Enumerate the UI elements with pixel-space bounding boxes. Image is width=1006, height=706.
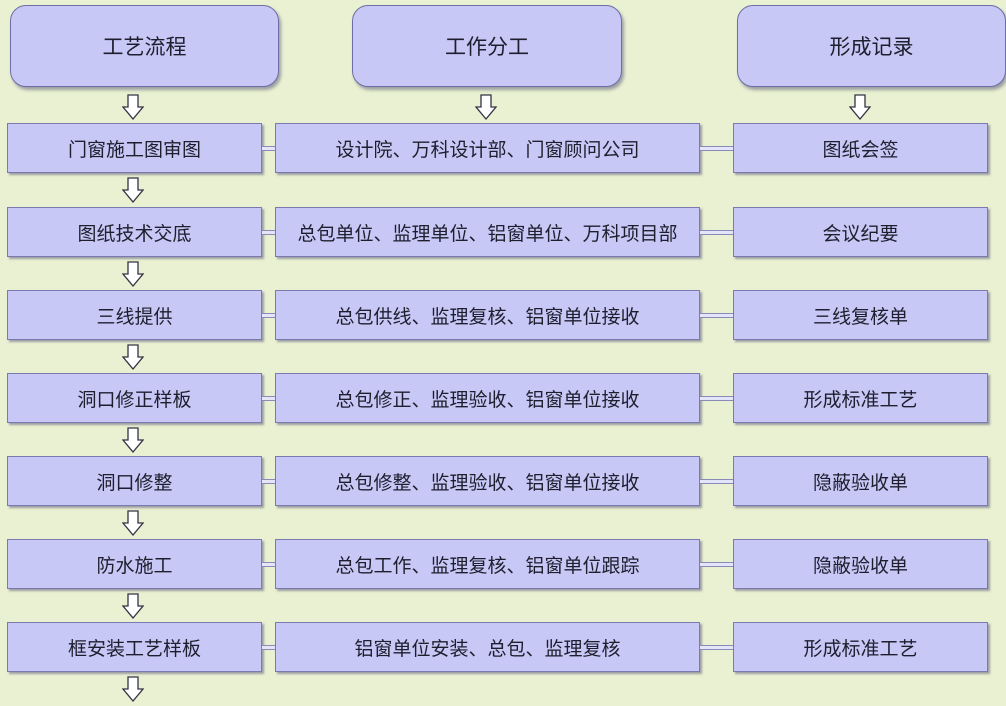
connector-line (700, 146, 733, 151)
connector-line (262, 313, 275, 318)
connector-line (262, 146, 275, 151)
process-step-box: 图纸技术交底 (7, 207, 262, 257)
record-box: 图纸会签 (733, 123, 988, 173)
connector-line (700, 230, 733, 235)
record-box: 形成标准工艺 (733, 622, 988, 672)
connector-line (700, 313, 733, 318)
down-arrow-icon (849, 94, 871, 120)
connector-line (262, 562, 275, 567)
process-step-box: 框安装工艺样板 (7, 622, 262, 672)
work-division-box: 总包供线、监理复核、铝窗单位接收 (275, 290, 700, 340)
connector-line (262, 645, 275, 650)
down-arrow-icon (122, 177, 144, 203)
down-arrow-icon (122, 676, 144, 702)
work-division-box: 总包修整、监理验收、铝窗单位接收 (275, 456, 700, 506)
connector-line (262, 230, 275, 235)
work-division-box: 总包单位、监理单位、铝窗单位、万科项目部 (275, 207, 700, 257)
record-box: 隐蔽验收单 (733, 539, 988, 589)
down-arrow-icon (475, 94, 497, 120)
process-step-box: 洞口修正样板 (7, 373, 262, 423)
connector-line (700, 645, 733, 650)
work-division-box: 铝窗单位安装、总包、监理复核 (275, 622, 700, 672)
header-work-division: 工作分工 (352, 5, 622, 87)
work-division-box: 总包工作、监理复核、铝窗单位跟踪 (275, 539, 700, 589)
record-box: 三线复核单 (733, 290, 988, 340)
connector-line (700, 396, 733, 401)
work-division-box: 总包修正、监理验收、铝窗单位接收 (275, 373, 700, 423)
work-division-box: 设计院、万科设计部、门窗顾问公司 (275, 123, 700, 173)
down-arrow-icon (122, 261, 144, 287)
down-arrow-icon (122, 510, 144, 536)
process-step-box: 洞口修整 (7, 456, 262, 506)
process-step-box: 三线提供 (7, 290, 262, 340)
connector-line (262, 396, 275, 401)
record-box: 隐蔽验收单 (733, 456, 988, 506)
down-arrow-icon (122, 593, 144, 619)
process-step-box: 防水施工 (7, 539, 262, 589)
header-process-flow: 工艺流程 (10, 5, 279, 87)
record-box: 会议纪要 (733, 207, 988, 257)
connector-line (262, 479, 275, 484)
process-step-box: 门窗施工图审图 (7, 123, 262, 173)
down-arrow-icon (122, 427, 144, 453)
connector-line (700, 479, 733, 484)
down-arrow-icon (122, 344, 144, 370)
record-box: 形成标准工艺 (733, 373, 988, 423)
down-arrow-icon (122, 94, 144, 120)
header-records: 形成记录 (737, 5, 1006, 87)
connector-line (700, 562, 733, 567)
